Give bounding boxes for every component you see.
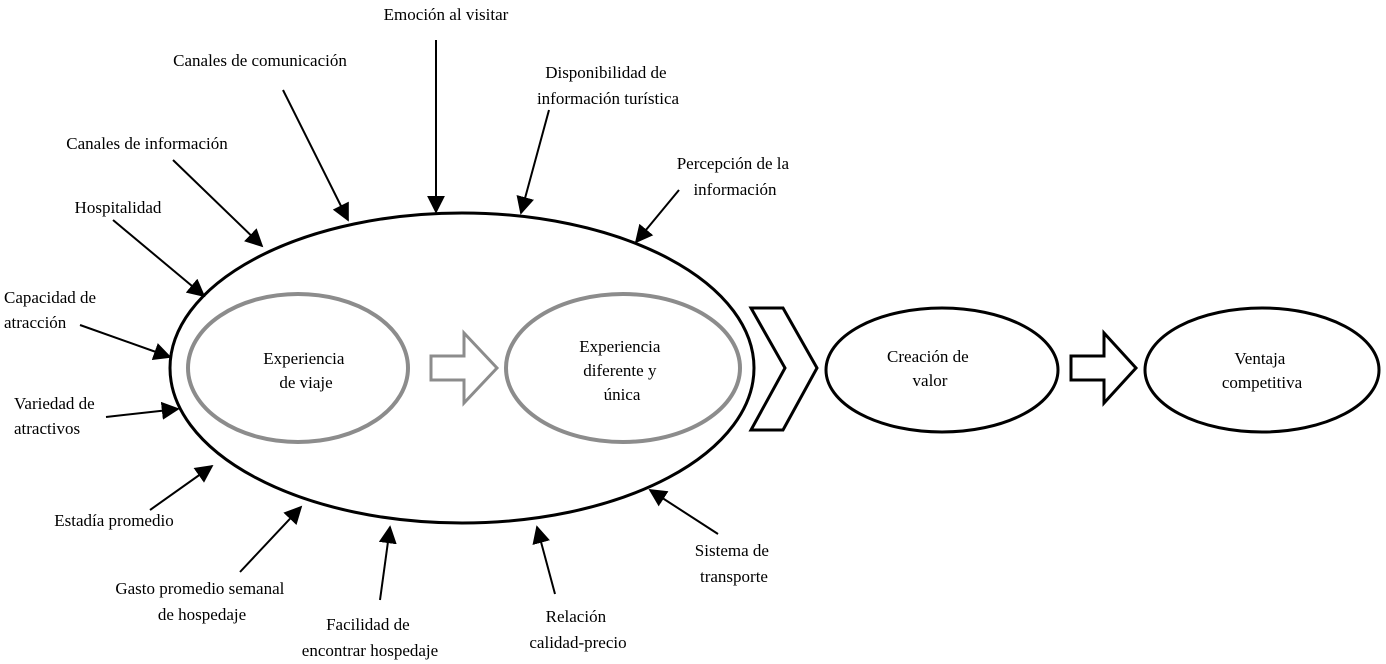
factor-arrows: [79, 40, 719, 601]
arrow-canales-comunicacion: [282, 89, 349, 222]
factor-label-sistema: Sistema de transporte: [695, 541, 773, 586]
arrow-sistema: [648, 489, 719, 535]
competitive-advantage-ellipse: [1143, 306, 1381, 434]
inner-flow-arrow: [429, 329, 500, 407]
node-label-creacion-valor: Creación de valor: [887, 347, 973, 390]
arrow-canales-informacion: [172, 159, 264, 248]
node-label-experiencia-viaje: Experiencia de viaje: [263, 349, 348, 392]
arrow-percepcion: [634, 189, 680, 244]
arrow-disponibilidad: [516, 109, 550, 215]
factor-label-variedad: Variedad de atractivos: [14, 394, 99, 438]
travel-experience-ellipse: [186, 292, 410, 444]
arrow-hospitalidad: [112, 219, 206, 298]
factor-label-relacion: Relación calidad-precio: [529, 607, 626, 652]
node-label-ventaja-competitiva: Ventaja competitiva: [1222, 349, 1303, 392]
arrow-variedad: [105, 401, 180, 420]
arrow-relacion: [532, 525, 556, 595]
factor-label-estadia: Estadía promedio: [54, 511, 173, 530]
factor-label-canales-informacion: Canales de información: [66, 134, 228, 153]
chevron-arrow: [748, 306, 819, 432]
value-creation-ellipse: [824, 306, 1060, 434]
arrow-capacidad: [79, 324, 172, 361]
value-flow-arrow: [1069, 329, 1139, 407]
main-experience-ellipse: [168, 211, 756, 525]
node-label-experiencia-diferente: Experiencia diferente y única: [579, 337, 664, 404]
arrow-estadia: [149, 464, 214, 511]
factor-label-disponibilidad: Disponibilidad de información turística: [537, 63, 680, 108]
unique-experience-ellipse: [504, 292, 742, 444]
factor-label-hospitalidad: Hospitalidad: [75, 198, 162, 217]
arrow-gasto: [239, 505, 303, 573]
factor-label-emocion: Emoción al visitar: [384, 5, 509, 24]
factor-label-percepcion: Percepción de la información: [677, 154, 794, 199]
factor-label-facilidad: Facilidad de encontrar hospedaje: [302, 615, 438, 660]
factor-label-gasto: Gasto promedio semanal de hospedaje: [115, 579, 288, 624]
arrow-facilidad: [378, 525, 397, 601]
factor-label-capacidad: Capacidad de atracción: [4, 288, 100, 332]
factor-label-canales-comunicacion: Canales de comunicación: [173, 51, 347, 70]
